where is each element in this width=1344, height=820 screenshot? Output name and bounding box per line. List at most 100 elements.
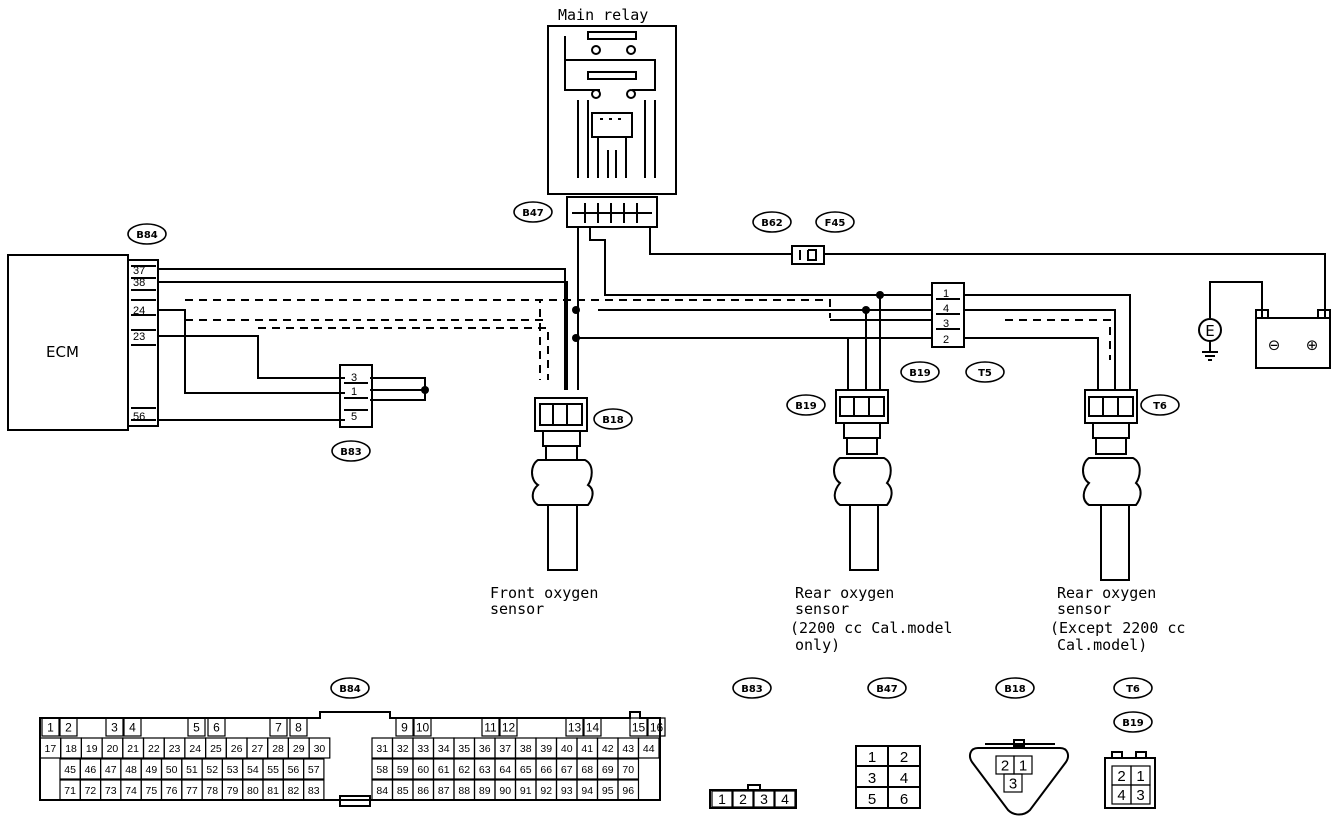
rear2-label-1: Rear oxygen [1057,584,1156,602]
b84-pin-46: 46 [85,764,97,776]
b84-pin-23: 23 [169,743,181,755]
b18-face-pin-3: 3 [1009,775,1017,792]
b47-relay-connector [566,196,658,228]
b84-pin-58: 58 [376,764,388,776]
b84-pin-37: 37 [499,743,511,755]
main-relay-title: Main relay [558,6,648,24]
rear-oxygen-sensor-1 [833,389,893,571]
b83-face-pin-4: 4 [781,791,789,807]
ground-symbol [1198,281,1263,361]
b84-pin-14: 14 [586,720,600,734]
ecm-pin-37: 37 [133,265,145,277]
ecm-pin-38: 38 [133,277,145,289]
b84-pin-85: 85 [397,785,409,797]
b47-face-pin-6: 6 [900,791,908,808]
front-sensor-label-2: sensor [490,600,544,618]
b84-pin-5: 5 [193,720,200,734]
b84-pin-38: 38 [520,743,532,755]
b84-pin-83: 83 [308,785,320,797]
b84-pin-81: 81 [267,785,279,797]
front-oxygen-sensor [531,397,594,571]
b84-pin-91: 91 [520,785,532,797]
b84-pin-62: 62 [458,764,470,776]
rear2-label-4: Cal.model) [1057,636,1147,654]
b84-pin-53: 53 [227,764,239,776]
rear1-label-2: sensor [795,600,849,618]
rear-oxygen-sensor-2 [1082,389,1142,581]
b84-pin-70-cell [617,758,640,780]
b84-pin-57: 57 [308,764,320,776]
b83-face-pin-2-cell [732,790,754,808]
main-relay [547,25,677,195]
b84-pin-96: 96 [622,785,634,797]
b84-pin-45: 45 [64,764,76,776]
b84-pin-73: 73 [105,785,117,797]
b83-face-pin-4-cell [774,790,796,808]
b84-pin-29: 29 [293,743,305,755]
b84-pin-56: 56 [288,764,300,776]
rear1-label-3: (2200 cc Cal.model [790,619,953,637]
b84-pin-16: 16 [650,720,664,734]
ecm-pin-strip [127,259,159,427]
b84-pin-65: 65 [520,764,532,776]
tag-t6: T6 [1153,401,1167,412]
b84-pin-3-cell [105,717,124,737]
b84-pin-11-cell [481,717,500,737]
battery-plus: ⊕ [1306,336,1319,354]
b84-pin-9-cell [395,717,414,737]
b84-pin-57-cell [303,758,325,780]
b84-pin-74: 74 [125,785,137,797]
b84-pin-55: 55 [267,764,279,776]
b83-face-pin-1: 1 [718,791,726,807]
b84-pin-44: 44 [643,743,655,755]
b47-face-pin-5: 5 [868,791,876,808]
b84-pin-72: 72 [85,785,97,797]
b84-pin-82: 82 [288,785,300,797]
b84-pin-94: 94 [581,785,593,797]
b83-face-pin-3: 3 [760,791,768,807]
b84-pin-69: 69 [602,764,614,776]
b84-pin-34: 34 [438,743,450,755]
b84-pin-12-cell [499,717,518,737]
face-tag-t6: T6 [1126,684,1140,695]
b84-pin-47: 47 [105,764,117,776]
face-tag-b47: B47 [876,684,898,695]
b84-pin-43: 43 [622,743,634,755]
rear1-label-4: only) [795,636,840,654]
b84-pin-17: 17 [45,743,57,755]
b84-pin-83-cell [303,779,325,801]
ecm-pin-56: 56 [133,411,145,423]
front-sensor-label-1: Front oxygen [490,584,598,602]
tag-b83: B83 [340,447,362,458]
b84-pin-2: 2 [65,720,72,734]
b84-pin-7-cell [269,717,288,737]
b84-pin-51: 51 [186,764,198,776]
b84-connector-face [39,711,661,807]
b84-pin-41: 41 [581,743,593,755]
b84-pin-93: 93 [561,785,573,797]
b84-pin-20: 20 [107,743,119,755]
b84-pin-15-cell [629,717,648,737]
b84-pin-90: 90 [499,785,511,797]
b84-pin-16-cell [647,717,666,737]
b84-pin-79: 79 [227,785,239,797]
b83-pin-1: 1 [351,386,357,398]
b47-face-pin-1: 1 [868,749,876,766]
b84-pin-28: 28 [272,743,284,755]
b84-pin-14-cell [583,717,602,737]
b84-pin-32: 32 [397,743,409,755]
b84-pin-2-cell [59,717,78,737]
tag-b62: B62 [761,218,783,229]
b84-pin-13-cell [565,717,584,737]
b84-pin-25: 25 [210,743,222,755]
ground-e-label: E [1205,322,1214,340]
b84-pin-7: 7 [275,720,282,734]
tag-f45: F45 [825,218,846,229]
t5-pin-4: 4 [943,303,949,315]
b84-pin-4: 4 [129,720,136,734]
b84-pin-52: 52 [206,764,218,776]
b84-pin-9: 9 [401,720,408,734]
